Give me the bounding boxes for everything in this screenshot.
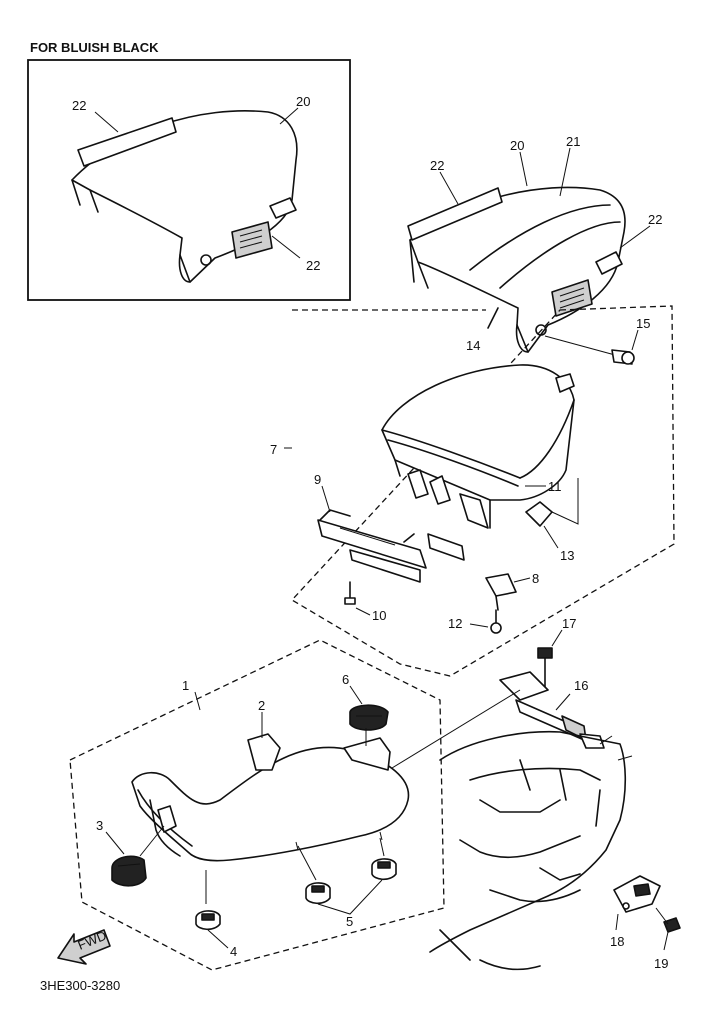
- damper-5a: [305, 882, 331, 905]
- callout-15: 15: [636, 316, 650, 331]
- callout-22-b: 22: [648, 212, 662, 227]
- callout-17: 17: [562, 616, 576, 631]
- callout-20: 20: [510, 138, 524, 153]
- callout-20-inset: 20: [296, 94, 310, 109]
- screw-15: [544, 335, 635, 365]
- callout-16: 16: [574, 678, 588, 693]
- rear-seat-pad: [381, 364, 575, 529]
- callout-18: 18: [610, 934, 624, 949]
- lock-18: [613, 875, 661, 913]
- bolt-17: [537, 647, 553, 689]
- callout-19: 19: [654, 956, 668, 971]
- hook-13: [525, 501, 553, 527]
- callout-2: 2: [258, 698, 265, 713]
- damper-4: [195, 910, 221, 931]
- damper-3: [111, 855, 147, 887]
- callout-6: 6: [342, 672, 349, 687]
- seat-cowl-20: [409, 186, 626, 353]
- rubber-6: [349, 704, 389, 731]
- bracket-9: [317, 509, 427, 583]
- clip-under-pad: [427, 533, 465, 561]
- callout-12: 12: [448, 616, 462, 631]
- bracket-8: [485, 573, 517, 611]
- pin-14: [487, 307, 499, 329]
- callout-13: 13: [560, 548, 574, 563]
- callout-10: 10: [372, 608, 386, 623]
- inset-trim-strip-22: [77, 117, 177, 167]
- group-7-boundary: [290, 305, 675, 677]
- callout-22-inset-b: 22: [306, 258, 320, 273]
- callout-7: 7: [270, 442, 277, 457]
- callout-1: 1: [182, 678, 189, 693]
- bracket-2: [247, 733, 281, 771]
- part-code: 3HE300-3280: [40, 978, 120, 993]
- seat-hook-bracket: [343, 737, 391, 771]
- callout-22-inset-a: 22: [72, 98, 86, 113]
- inset-title: FOR BLUISH BLACK: [30, 40, 159, 55]
- inset-seat-cowl: [71, 110, 298, 283]
- callout-21: 21: [566, 134, 580, 149]
- callout-8: 8: [532, 571, 539, 586]
- callout-5: 5: [346, 914, 353, 929]
- main-seat: [131, 746, 410, 862]
- trim-strip-22: [407, 187, 503, 241]
- screw-19: [655, 907, 681, 933]
- callout-4: 4: [230, 944, 237, 959]
- inset-frame: [27, 59, 351, 301]
- frame-section: [429, 730, 633, 971]
- damper-5b: [371, 858, 397, 881]
- bolt-12: [490, 609, 502, 634]
- callout-3: 3: [96, 818, 103, 833]
- callout-11: 11: [548, 479, 562, 494]
- callout-22-a: 22: [430, 158, 444, 173]
- callout-9: 9: [314, 472, 321, 487]
- callout-14: 14: [466, 338, 480, 353]
- front-direction-arrow: FWD: [57, 928, 111, 965]
- bolt-10: [344, 581, 356, 605]
